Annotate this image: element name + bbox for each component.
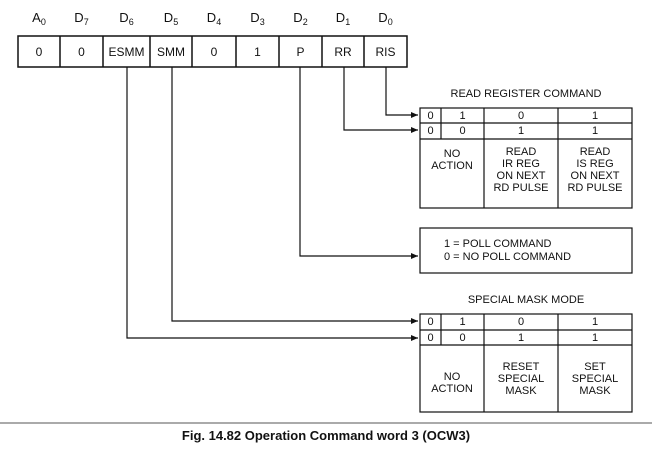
register-cell-d6: ESMM <box>108 44 145 59</box>
smm-row2-c3: 1 <box>517 331 525 344</box>
header-d6: D6 <box>119 10 134 27</box>
header-d7: D7 <box>74 10 89 27</box>
header-d5: D5 <box>163 10 179 27</box>
smm-connector <box>171 67 418 324</box>
smm-no-action: NO ACTION <box>431 371 473 395</box>
header-d3: D3 <box>250 10 265 27</box>
register-cell-d3: 1 <box>254 44 261 59</box>
register-cell-d5: SMM <box>157 44 185 59</box>
header-d2: D2 <box>293 10 308 27</box>
register-cell-d7: 0 <box>78 44 85 59</box>
rr-connector <box>343 67 418 133</box>
register-cell-d1: RR <box>334 44 352 59</box>
smm-row2-c2: 0 <box>459 331 466 344</box>
rr-row1-c2: 1 <box>459 109 466 122</box>
read-register-table <box>419 107 633 209</box>
rr-row2-c4: 1 <box>591 125 599 137</box>
smm-row1-c2: 1 <box>459 316 466 328</box>
register-cell-d4: 0 <box>210 44 218 59</box>
smm-row1-c4: 1 <box>591 316 599 328</box>
poll-box <box>419 227 633 274</box>
ris-connector <box>385 67 418 118</box>
read-register-title: READ REGISTER COMMAND <box>450 88 602 100</box>
smm-set: SET SPECIAL MASK <box>571 361 619 397</box>
smm-row2-c1: 0 <box>427 331 434 344</box>
poll-line-1: 1 = POLL COMMAND <box>444 238 552 250</box>
smm-row1-c3: 0 <box>517 316 525 328</box>
smm-row1-c1: 0 <box>427 316 434 328</box>
poll-connector <box>299 67 418 259</box>
register-box <box>17 35 408 68</box>
rr-row2-c2: 0 <box>459 125 466 137</box>
header-d1: D1 <box>335 10 351 27</box>
header-d0: D0 <box>378 10 393 27</box>
rr-row1-c4: 1 <box>591 109 599 122</box>
special-mask-title: SPECIAL MASK MODE <box>467 294 585 306</box>
special-mask-table <box>419 313 633 413</box>
rr-row1-c1: 0 <box>427 109 434 122</box>
poll-text: 1 = POLL COMMAND 0 = NO POLL COMMAND <box>444 238 571 264</box>
rr-row2-c1: 0 <box>427 125 434 137</box>
header-d4: D4 <box>206 10 222 27</box>
smm-reset: RESET SPECIAL MASK <box>497 361 545 397</box>
rr-row1-c3: 0 <box>517 109 525 122</box>
poll-line-2: 0 = NO POLL COMMAND <box>444 251 572 263</box>
header-a0: A0 <box>32 10 46 27</box>
register-cell-a0: 0 <box>35 44 43 59</box>
rr-read-is: READ IS REG ON NEXT RD PULSE <box>567 146 623 194</box>
smm-row2-c4: 1 <box>591 331 599 344</box>
esmm-connector <box>126 67 418 341</box>
rr-row2-c3: 1 <box>517 125 525 137</box>
rr-read-ir: READ IR REG ON NEXT RD PULSE <box>493 146 549 194</box>
register-cell-d2: P <box>296 44 305 59</box>
rr-no-action: NO ACTION <box>431 148 473 172</box>
register-cell-d0: RIS <box>375 44 396 59</box>
figure-caption: Fig. 14.82 Operation Command word 3 (OCW… <box>181 428 471 443</box>
